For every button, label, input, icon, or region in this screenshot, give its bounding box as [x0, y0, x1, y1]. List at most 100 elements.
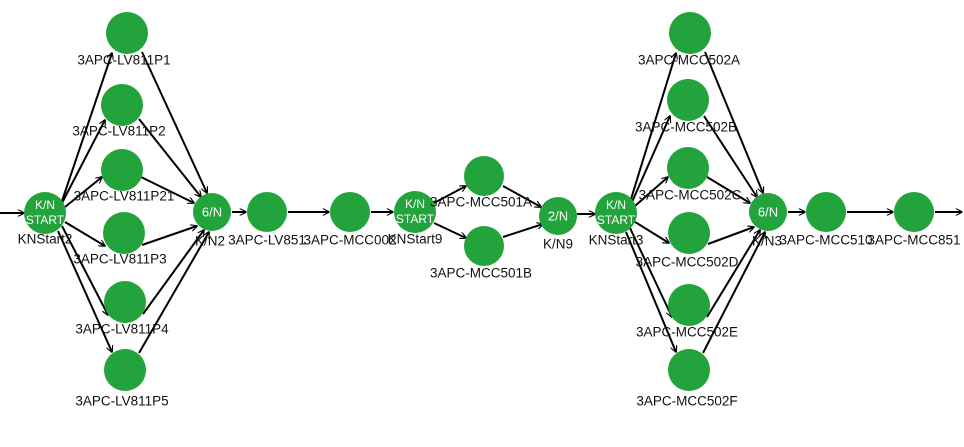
node-3APC-MCC851[interactable]: [894, 192, 934, 232]
node-3APC-MCC502B[interactable]: [667, 79, 709, 121]
node-label-K/N2: K/N2: [195, 234, 225, 249]
edge-3APC-LV811P21-to-K/N2: [140, 176, 194, 203]
edge-3APC-MCC502E-to-K/N3: [706, 230, 760, 318]
edge-3APC-LV811P2-to-K/N2: [138, 118, 201, 197]
edge-KNStart2-to-3APC-LV811P5: [57, 230, 112, 352]
node-3APC-MCC502C[interactable]: [667, 147, 709, 189]
node-3APC-MCC501B[interactable]: [464, 226, 504, 266]
node-circle-3APC-MCC510[interactable]: [806, 192, 846, 232]
node-circle-3APC-LV811P21[interactable]: [101, 149, 143, 191]
node-label-3APC-MCC502C: 3APC-MCC502C: [639, 188, 742, 203]
node-3APC-LV811P21[interactable]: [101, 149, 143, 191]
edge-KNStart3-to-3APC-MCC502D: [634, 221, 669, 243]
node-label-KNStart9: KNStart9: [388, 232, 443, 247]
node-circle-3APC-LV811P2[interactable]: [101, 84, 143, 126]
node-circle-3APC-LV811P4[interactable]: [104, 281, 146, 323]
node-label-3APC-LV811P4: 3APC-LV811P4: [75, 322, 169, 337]
node-circle-3APC-MCC502F[interactable]: [668, 349, 710, 391]
edge-KNStart2-to-3APC-LV811P21: [64, 177, 102, 208]
node-circle-KNStart9[interactable]: [394, 191, 436, 233]
node-K/N3[interactable]: 6/N: [749, 193, 787, 231]
node-label-KNStart2: KNStart2: [18, 232, 73, 247]
edge-3APC-MCC502F-to-K/N3: [702, 232, 765, 354]
node-3APC-LV811P5[interactable]: [104, 349, 146, 391]
node-circle-3APC-MCC002[interactable]: [330, 192, 370, 232]
node-K/N2[interactable]: 6/N: [193, 193, 231, 231]
node-label-3APC-MCC851: 3APC-MCC851: [867, 233, 960, 248]
node-circle-K/N9[interactable]: [539, 197, 577, 235]
node-circle-3APC-MCC502E[interactable]: [668, 284, 710, 326]
edge-KNStart2-to-3APC-LV811P4: [61, 225, 108, 315]
node-label-3APC-LV811P21: 3APC-LV811P21: [74, 189, 175, 204]
node-label-3APC-MCC502F: 3APC-MCC502F: [636, 394, 737, 409]
node-label-3APC-MCC502D: 3APC-MCC502D: [636, 255, 739, 270]
node-3APC-MCC502E[interactable]: [668, 284, 710, 326]
node-label-3APC-MCC502A: 3APC-MCC502A: [638, 53, 740, 68]
node-3APC-MCC502D[interactable]: [668, 212, 710, 254]
node-circle-K/N2[interactable]: [193, 193, 231, 231]
edge-3APC-LV811P4-to-K/N2: [142, 230, 204, 315]
node-label-3APC-LV851: 3APC-LV851: [228, 233, 306, 248]
node-3APC-LV811P4[interactable]: [104, 281, 146, 323]
node-circle-3APC-MCC502B[interactable]: [667, 79, 709, 121]
node-circle-KNStart3[interactable]: [595, 192, 637, 234]
node-label-3APC-MCC502E: 3APC-MCC502E: [636, 325, 738, 340]
edges-layer: [0, 52, 962, 353]
node-circle-3APC-MCC502C[interactable]: [667, 147, 709, 189]
node-3APC-MCC502A[interactable]: [669, 12, 711, 54]
edge-3APC-MCC501B-to-K/N9: [502, 224, 543, 238]
node-label-KNStart3: KNStart3: [589, 233, 644, 248]
edge-3APC-MCC502C-to-K/N3: [706, 176, 750, 203]
edge-KNStart2-to-3APC-LV811P2: [61, 120, 105, 204]
node-label-3APC-MCC502B: 3APC-MCC502B: [635, 120, 737, 135]
edge-KNStart3-to-3APC-MCC502A: [630, 53, 676, 200]
node-circle-3APC-MCC502D[interactable]: [668, 212, 710, 254]
node-circle-3APC-MCC851[interactable]: [894, 192, 934, 232]
node-label-3APC-MCC501A: 3APC-MCC501A: [430, 195, 532, 210]
node-circle-3APC-MCC502A[interactable]: [669, 12, 711, 54]
node-circle-3APC-LV811P1[interactable]: [106, 12, 148, 54]
edge-3APC-LV811P3-to-K/N2: [141, 226, 197, 246]
node-K/N9[interactable]: 2/N: [539, 197, 577, 235]
edge-KNStart2-to-3APC-LV811P1: [61, 53, 112, 202]
edge-3APC-MCC502D-to-K/N3: [707, 227, 754, 245]
node-label-K/N3: K/N3: [752, 234, 782, 249]
node-circle-3APC-LV851[interactable]: [247, 192, 287, 232]
node-label-3APC-MCC501B: 3APC-MCC501B: [430, 266, 532, 281]
edge-KNStart9-to-3APC-MCC501A: [433, 186, 466, 204]
edge-KNStart9-to-3APC-MCC501B: [433, 222, 466, 238]
edge-KNStart3-to-3APC-MCC502F: [625, 231, 676, 352]
edge-KNStart3-to-3APC-MCC502E: [629, 227, 672, 317]
labels-layer: KNStart2 3APC-LV811P1 3APC-LV811P2 3APC-LV8…: [18, 53, 961, 409]
node-3APC-MCC501A[interactable]: [464, 156, 504, 196]
node-circle-K/N3[interactable]: [749, 193, 787, 231]
node-label-3APC-MCC510: 3APC-MCC510: [779, 233, 872, 248]
node-label-3APC-LV811P1: 3APC-LV811P1: [77, 53, 170, 68]
node-circle-KNStart2[interactable]: [24, 192, 66, 234]
node-3APC-LV811P2[interactable]: [101, 84, 143, 126]
edge-3APC-MCC502A-to-K/N3: [704, 51, 763, 193]
node-3APC-LV851[interactable]: [247, 192, 287, 232]
node-3APC-MCC510[interactable]: [806, 192, 846, 232]
node-circle-3APC-MCC501B[interactable]: [464, 226, 504, 266]
node-label-3APC-LV811P5: 3APC-LV811P5: [75, 394, 168, 409]
edge-KNStart3-to-3APC-MCC502C: [634, 177, 668, 207]
node-circle-3APC-LV811P5[interactable]: [104, 349, 146, 391]
node-label-3APC-LV811P2: 3APC-LV811P2: [72, 124, 165, 139]
node-3APC-LV811P3[interactable]: [103, 212, 145, 254]
edge-3APC-MCC501A-to-K/N9: [502, 185, 541, 207]
node-label-3APC-MCC002: 3APC-MCC002: [303, 233, 396, 248]
node-circle-3APC-LV811P3[interactable]: [103, 212, 145, 254]
node-3APC-LV811P1[interactable]: [106, 12, 148, 54]
edge-KNStart3-to-3APC-MCC502B: [631, 116, 670, 203]
node-3APC-MCC502F[interactable]: [668, 349, 710, 391]
node-circle-3APC-MCC501A[interactable]: [464, 156, 504, 196]
edge-3APC-LV811P5-to-K/N2: [138, 232, 209, 354]
edge-3APC-LV811P1-to-K/N2: [141, 51, 207, 193]
node-3APC-MCC002[interactable]: [330, 192, 370, 232]
edge-3APC-MCC502B-to-K/N3: [703, 115, 757, 197]
